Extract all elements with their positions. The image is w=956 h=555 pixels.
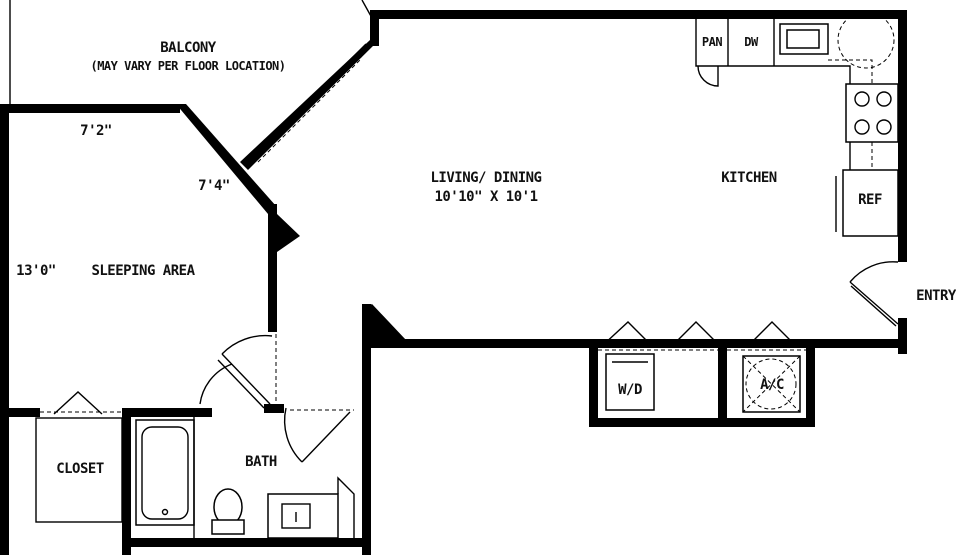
refrigerator-label: REF <box>858 192 882 208</box>
interior-doors <box>199 334 354 463</box>
sleeping-dim-side: 13'0" <box>16 263 56 279</box>
sleeping-dim-angle: 7'4" <box>198 178 230 194</box>
dishwasher-label: DW <box>744 35 759 49</box>
balcony-door <box>251 43 367 163</box>
washer-dryer-label: W/D <box>618 382 642 398</box>
balcony-note: (MAY VARY PER FLOOR LOCATION) <box>90 59 285 73</box>
entry-door <box>849 261 899 327</box>
pantry-label: PAN <box>702 35 722 49</box>
living-dining-dims: 10'10" X 10'1 <box>434 189 537 205</box>
kitchen-label: KITCHEN <box>721 170 777 186</box>
bath-label: BATH <box>245 454 277 470</box>
kitchen-counters <box>695 11 899 237</box>
living-dining-label: LIVING/ DINING <box>430 170 541 186</box>
entry-label: ENTRY <box>916 288 956 304</box>
sleeping-dim-top: 7'2" <box>80 123 112 139</box>
room-labels: BALCONY (MAY VARY PER FLOOR LOCATION) 7'… <box>16 40 956 477</box>
fixture-labels: PAN DW REF W/D A/C <box>618 35 882 398</box>
closet-outline <box>35 391 123 523</box>
balcony-label: BALCONY <box>160 40 217 56</box>
bath-fixtures <box>135 416 355 539</box>
laundry-ac-alcoves <box>598 321 806 413</box>
ac-label: A/C <box>760 377 784 393</box>
closet-label: CLOSET <box>56 461 104 477</box>
sleeping-area-label: SLEEPING AREA <box>91 263 195 279</box>
